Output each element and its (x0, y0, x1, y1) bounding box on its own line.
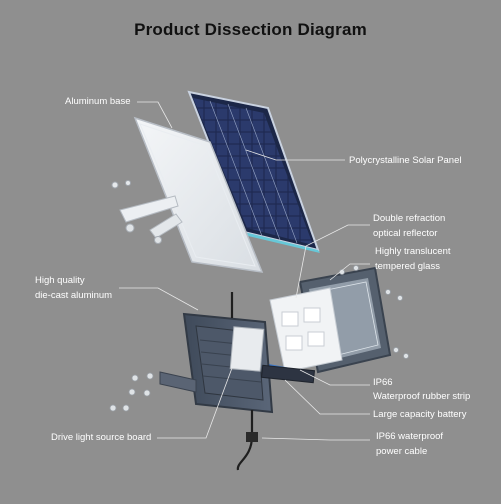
label-rubber-line2: Waterproof rubber strip (373, 391, 471, 402)
label-glass-line1: Highly translucent (375, 246, 451, 257)
screws-graphic (109, 265, 409, 412)
label-glass-line2: tempered glass (375, 261, 440, 272)
leader-lines (119, 101, 370, 441)
housing-graphic (159, 312, 316, 414)
solar-panel-graphic (187, 90, 320, 253)
power-cable-graphic (230, 292, 258, 471)
label-cable-line2: power cable (376, 446, 428, 457)
label-battery: Large capacity battery (373, 409, 467, 420)
label-cable-line1: IP66 waterproof (376, 431, 444, 442)
label-die-cast-line2: die-cast aluminum (35, 290, 113, 301)
optical-reflector-graphic (269, 287, 343, 373)
label-rubber-line1: IP66 (373, 377, 393, 388)
aluminum-base-graphic (111, 116, 264, 273)
label-aluminum-base: Aluminum base (65, 96, 131, 107)
label-reflector-line2: optical reflector (373, 228, 438, 239)
label-reflector-line1: Double refraction (373, 213, 446, 224)
label-solar-panel: Polycrystalline Solar Panel (349, 155, 462, 166)
label-die-cast-line1: High quality (35, 275, 85, 286)
label-drive-board: Drive light source board (51, 432, 152, 443)
diagram-title: Product Dissection Diagram (134, 20, 367, 39)
